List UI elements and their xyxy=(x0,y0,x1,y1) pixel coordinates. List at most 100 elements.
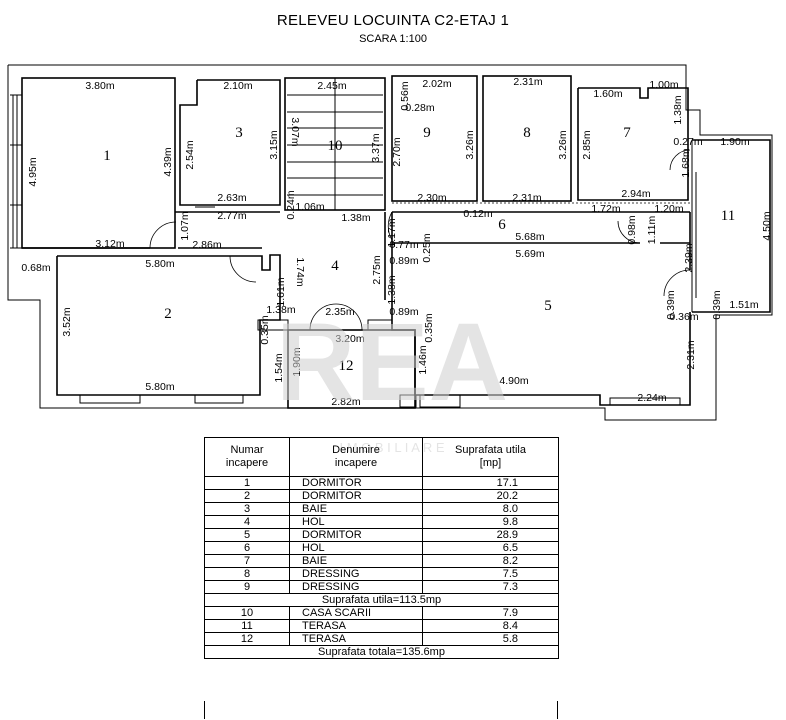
dim-138b: 1.38m xyxy=(341,212,370,224)
dim-210: 2.10m xyxy=(223,80,252,92)
room-12-door-arc-left xyxy=(309,303,337,331)
dim-320: 3.20m xyxy=(335,333,364,345)
dim-089a: 0.89m xyxy=(389,255,418,267)
header-room-area: Suprafata utila[mp] xyxy=(422,437,559,477)
dim-337: 3.37m xyxy=(370,133,382,162)
dim-286: 2.86m xyxy=(192,239,221,251)
room-5-door-arc xyxy=(663,269,691,297)
dim-106: 1.06m xyxy=(295,201,324,213)
drawing-title: RELEVEU LOCUINTA C2-ETAJ 1 xyxy=(276,12,510,29)
room-1-walls xyxy=(21,77,176,249)
usable-area-total: Suprafata utila=113.5mp xyxy=(204,593,559,607)
dim-231a: 2.31m xyxy=(513,76,542,88)
hall-door-arc xyxy=(387,211,393,241)
room-2-door-arc xyxy=(229,255,257,283)
watermark-logo: REA I M O B I L I A R E xyxy=(276,301,508,455)
dim-224: 2.24m xyxy=(637,392,666,404)
dim-352: 3.52m xyxy=(61,307,73,336)
dim-138a: 1.38m xyxy=(672,95,684,124)
room-label-10: 10 xyxy=(328,138,343,154)
dim-239: 2.39m xyxy=(683,243,695,272)
dim-168: 1.68m xyxy=(680,148,692,177)
dim-275: 2.75m xyxy=(371,255,383,284)
dim-568: 5.68m xyxy=(515,231,544,243)
dim-439: 4.39m xyxy=(162,147,174,176)
room-8-walls xyxy=(482,75,572,202)
plan-outer-frame xyxy=(7,64,773,421)
dim-490: 4.90m xyxy=(499,375,528,387)
table-subtotal-row: Suprafata utila=113.5mp xyxy=(204,593,559,607)
room-12-walls xyxy=(287,329,416,409)
dim-138d: 1.38m xyxy=(386,275,398,304)
header-room-area-text: Suprafata utila[mp] xyxy=(455,444,526,469)
room-12-door-arc-right xyxy=(335,303,363,331)
dim-294: 2.94m xyxy=(621,188,650,200)
room-label-8: 8 xyxy=(523,125,531,141)
dim-077: 0.77m xyxy=(389,239,418,251)
dim-089b: 0.89m xyxy=(389,306,418,318)
dim-024: 0.24m xyxy=(285,190,297,219)
dim-035a: 0.35m xyxy=(259,315,271,344)
dimension-labels: 3.80m 2.10m 2.45m 2.02m 2.31m 1.00m 1.60… xyxy=(21,76,773,408)
dim-495: 4.95m xyxy=(27,157,39,186)
room-2-walls xyxy=(56,254,281,396)
dim-035b: 0.35m xyxy=(423,313,435,342)
dim-580a: 5.80m xyxy=(145,258,174,270)
dim-172: 1.72m xyxy=(591,203,620,215)
dim-039a: 0.39m xyxy=(665,290,677,319)
dim-120: 1.20m xyxy=(654,203,683,215)
dim-138c: 1.38m xyxy=(266,304,295,316)
dim-326b: 3.26m xyxy=(557,130,569,159)
dim-068: 0.68m xyxy=(21,262,50,274)
room-7-walls xyxy=(577,87,689,201)
table-total-row: Suprafata totala=135.6mp xyxy=(204,645,559,659)
dim-146: 1.46m xyxy=(417,345,429,374)
dim-263: 2.63m xyxy=(217,192,246,204)
dim-151: 1.51m xyxy=(729,299,758,311)
dim-277: 2.77m xyxy=(217,210,246,222)
dim-012: 0.12m xyxy=(463,208,492,220)
dim-174: 1.74m xyxy=(294,257,306,286)
dim-282: 2.82m xyxy=(331,396,360,408)
dim-098: 0.98m xyxy=(626,215,638,244)
dim-036: 0.36m xyxy=(669,311,698,323)
dim-580b: 5.80m xyxy=(145,381,174,393)
room-2-windows xyxy=(79,394,244,404)
total-area: Suprafata totala=135.6mp xyxy=(204,645,559,659)
room-11-walls xyxy=(692,139,771,313)
room-7-door-arc xyxy=(669,149,691,171)
dim-111: 1.11m xyxy=(646,216,658,245)
watermark-text: REA xyxy=(276,301,508,424)
dim-230: 2.30m xyxy=(417,192,446,204)
staircase-10 xyxy=(284,77,386,211)
dim-202: 2.02m xyxy=(422,78,451,90)
dim-161: 1.61m xyxy=(275,277,287,306)
dim-107: 1.07m xyxy=(179,211,191,240)
room-label-7: 7 xyxy=(623,125,631,141)
dim-254: 2.54m xyxy=(184,140,196,169)
room-1-door-arc xyxy=(149,221,177,249)
room-label-11: 11 xyxy=(721,208,735,224)
room-label-5: 5 xyxy=(544,298,552,314)
room-6-door-arc xyxy=(617,220,641,244)
dim-117: 1.17m xyxy=(386,218,398,247)
dim-450: 4.50m xyxy=(761,211,773,240)
dim-270: 2.70m xyxy=(391,137,403,166)
room-labels: 1 2 3 4 5 6 7 8 9 10 11 12 xyxy=(103,125,735,374)
dim-312: 3.12m xyxy=(95,238,124,250)
